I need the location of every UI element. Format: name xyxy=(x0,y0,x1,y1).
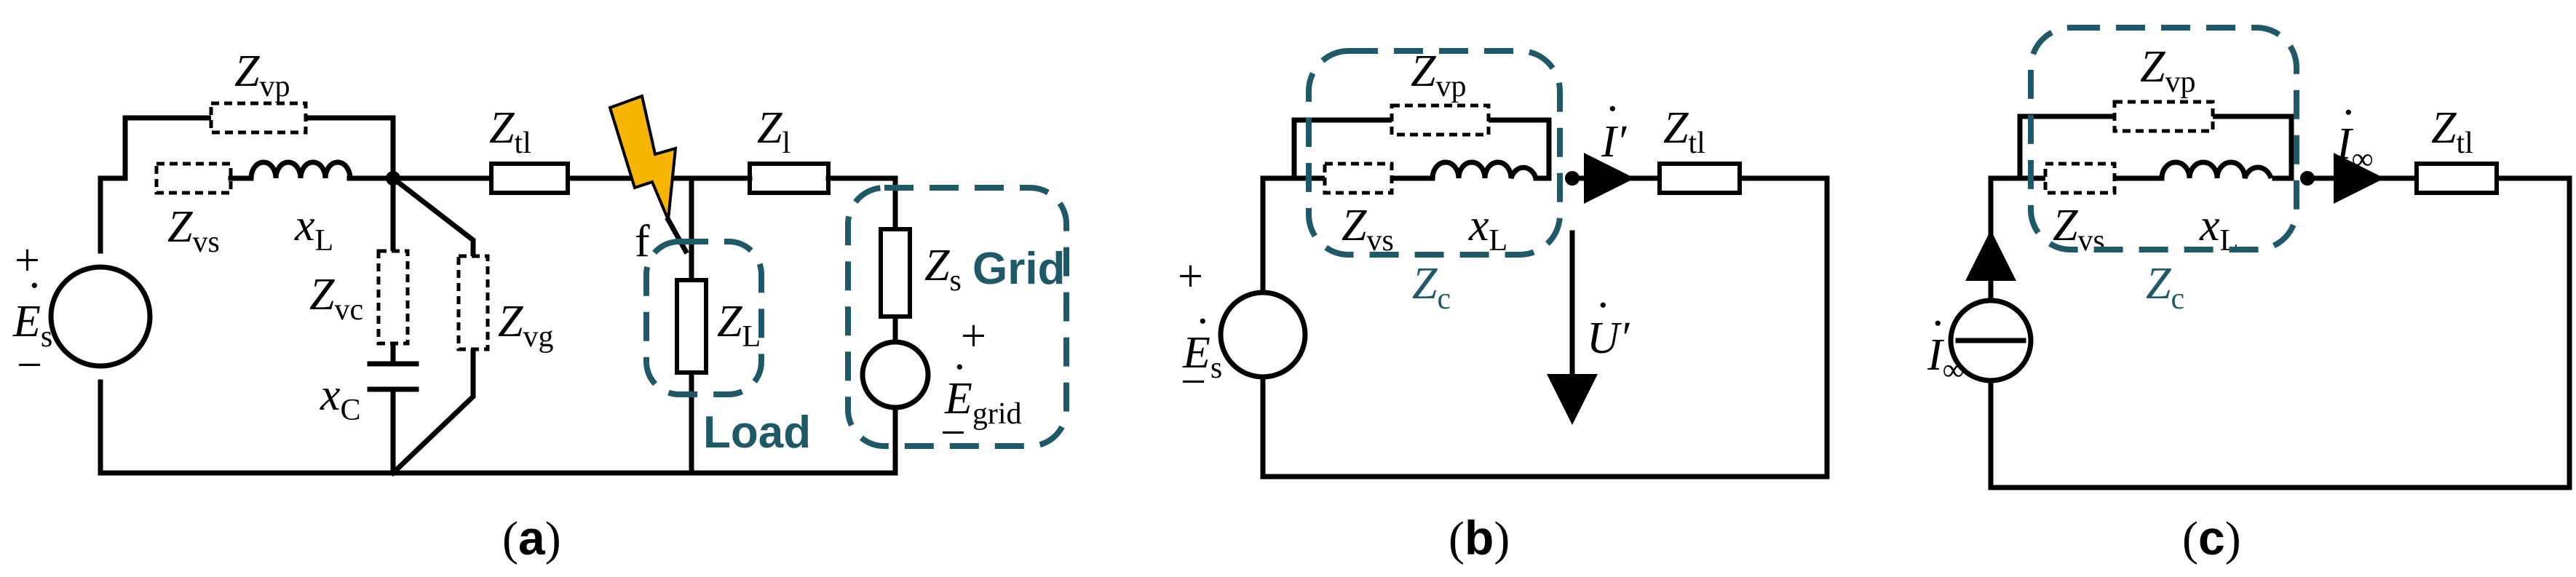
es-plus-sign: + xyxy=(15,236,40,285)
voltage-source-icon xyxy=(1218,290,1308,380)
es-minus-sign: − xyxy=(17,341,42,390)
zc-group-outline xyxy=(1306,48,1563,258)
panel-a: + − Es · Zvp Zvs xL Ztl Zl Zvc xC Zvg f xyxy=(12,47,1069,565)
zvs-label: Zvs xyxy=(167,202,220,259)
zvp-label: Zvp xyxy=(2140,42,2195,99)
node-b1 xyxy=(1565,171,1580,186)
zvs-dashed-impedance xyxy=(154,162,233,195)
current-top-dot: · xyxy=(2341,88,2356,138)
xl-label: xL xyxy=(294,201,333,258)
zvg-dashed-impedance xyxy=(456,254,490,351)
caption-a: (a) xyxy=(502,511,561,565)
egrid-minus-sign: − xyxy=(940,408,966,458)
capacitor-xc-icon xyxy=(367,361,419,392)
es-label: Es xyxy=(1182,328,1222,385)
voltage-dot: · xyxy=(1596,281,1611,330)
zvs-dashed-impedance xyxy=(1323,162,1394,195)
zvp-dashed-impedance xyxy=(1390,103,1491,137)
node-c1 xyxy=(2300,171,2315,186)
zl-label: Zl xyxy=(757,103,790,160)
egrid-plus-sign: + xyxy=(961,311,986,361)
wire-a-parallel-top xyxy=(122,115,396,181)
wire-a-left-bottom xyxy=(98,379,898,476)
ztl-label: Ztl xyxy=(1663,103,1705,160)
inductor-xl-icon xyxy=(248,159,353,179)
ztl-impedance xyxy=(1657,162,1742,195)
xl-label: xL xyxy=(1468,201,1507,258)
ztl-label: Ztl xyxy=(2431,103,2473,160)
ztl-impedance xyxy=(2414,162,2499,195)
zc-label: Zc xyxy=(2146,259,2184,316)
inductor-xl-icon xyxy=(2159,159,2274,180)
xl-label: xL xyxy=(2199,201,2238,258)
grid-label: Grid xyxy=(972,244,1065,294)
panel-b: + − · Es Zvp Zvs xL Zc I′ · Ztl U′ · (b) xyxy=(1178,47,1830,565)
es-minus-sign: − xyxy=(1181,357,1206,407)
grid-group-outline xyxy=(845,185,1069,449)
current-source-dot: · xyxy=(1930,299,1946,349)
es-dot: · xyxy=(27,261,42,311)
fault-pointer xyxy=(665,216,689,255)
zvc-dashed-impedance xyxy=(376,249,410,346)
grid-voltage-source-icon xyxy=(860,339,931,410)
zvp-dashed-impedance xyxy=(209,101,308,135)
zvs-label: Zvs xyxy=(2053,201,2105,258)
ztl-label: Ztl xyxy=(489,103,531,160)
ztl-impedance xyxy=(489,162,570,195)
node-a1 xyxy=(386,171,400,186)
wire-a-shunt xyxy=(389,175,476,477)
zvc-label: Zvc xyxy=(309,270,363,327)
egrid-label: Egrid xyxy=(944,374,1022,431)
egrid-dot: · xyxy=(952,343,967,392)
panel-c: I∞ · Zvp Zvs xL Zc I∞ · Ztl (c) xyxy=(1927,25,2572,565)
current-source-label: I∞ xyxy=(1927,330,1965,387)
load-impedance xyxy=(675,278,708,375)
es-dot: · xyxy=(1195,297,1210,346)
fault-label: f xyxy=(635,217,650,266)
voltage-label: U′ xyxy=(1587,314,1630,363)
zvg-label: Zvg xyxy=(498,297,553,354)
caption-c: (c) xyxy=(2182,511,2241,565)
es-plus-sign: + xyxy=(1178,252,1203,301)
zvs-dashed-impedance xyxy=(2043,162,2117,195)
zvp-dashed-impedance xyxy=(2112,100,2215,133)
zvp-label: Zvp xyxy=(1411,47,1466,103)
current-dot: · xyxy=(1605,84,1620,134)
zs-label: Zs xyxy=(924,241,962,298)
load-group-outline xyxy=(643,239,764,397)
zc-group-outline xyxy=(2028,25,2299,252)
es-label: Es xyxy=(12,297,52,354)
zl-impedance xyxy=(748,162,831,195)
zvs-label: Zvs xyxy=(1341,201,1394,258)
current-top-label: I∞ xyxy=(2336,119,2374,176)
xc-label: xC xyxy=(320,370,361,427)
zvp-label: Zvp xyxy=(234,47,290,103)
caption-b: (b) xyxy=(1448,511,1510,565)
zs-impedance xyxy=(879,227,912,319)
lightning-bolt-icon xyxy=(608,94,678,220)
current-label: I′ xyxy=(1601,117,1628,167)
load-label: Load xyxy=(703,407,811,458)
zc-label: Zc xyxy=(1412,259,1451,316)
inductor-xl-icon xyxy=(1430,159,1539,180)
zload-label: ZL xyxy=(717,297,761,354)
voltage-source-icon xyxy=(48,264,153,369)
